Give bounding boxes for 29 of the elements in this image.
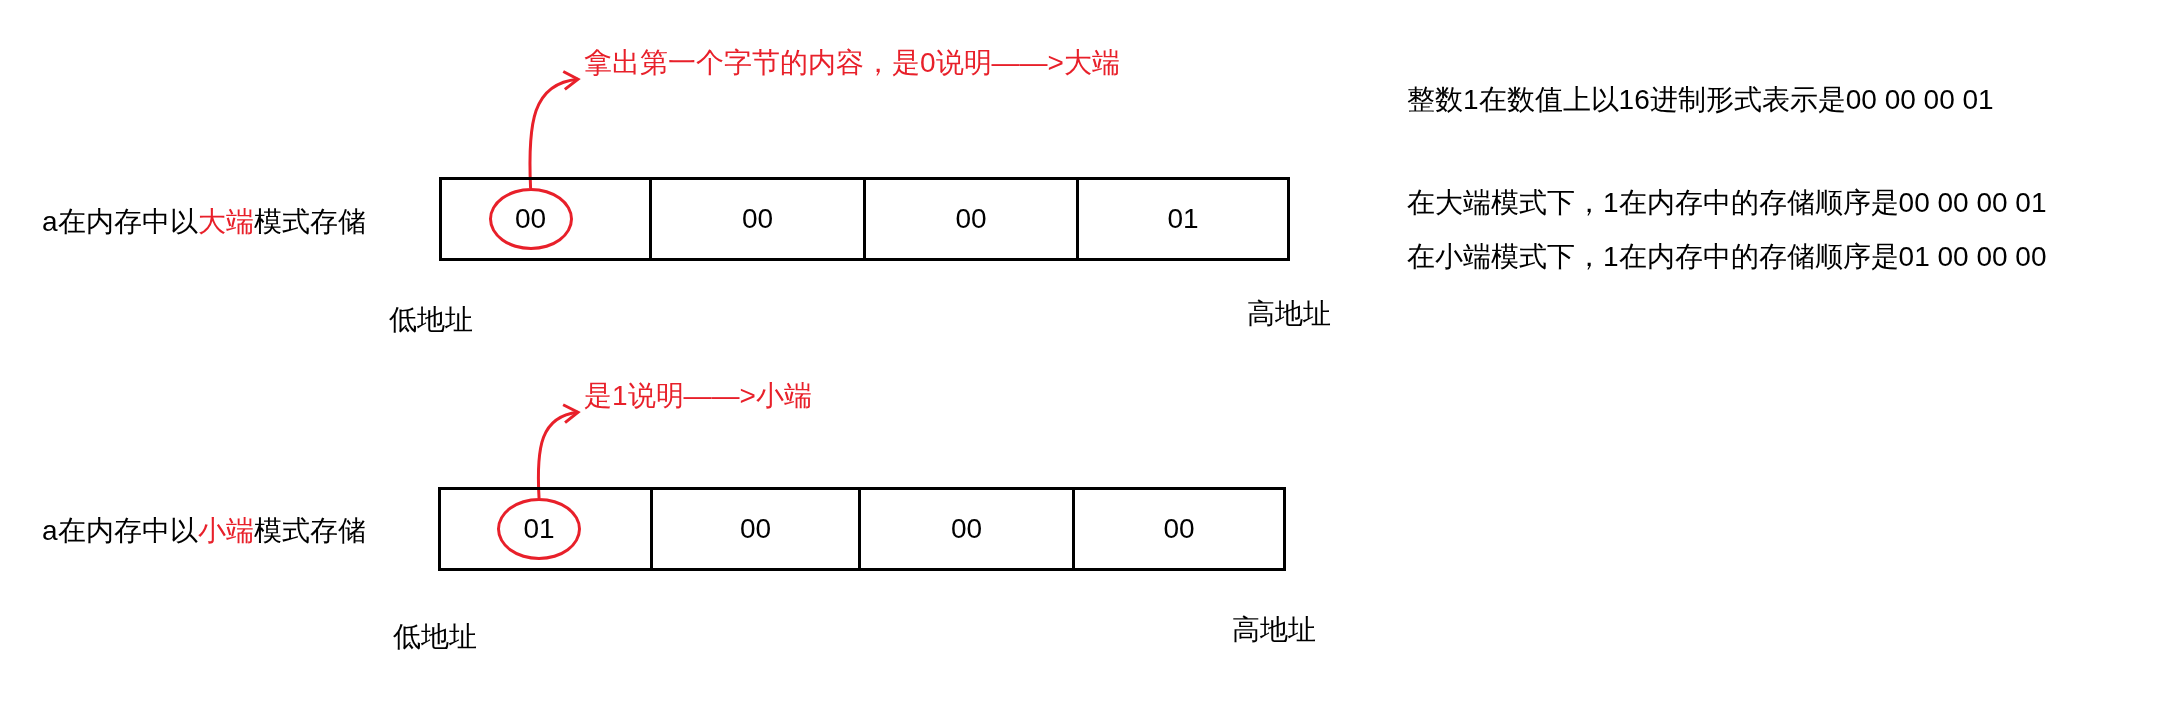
memory-cell [439,177,652,261]
cell-text: 01 [1167,203,1199,235]
memory-cell [863,177,1079,261]
label-text: a在内存中以大端模式存储 [42,205,366,239]
label-text: 整数1在数值上以16进制形式表示是00 00 00 01 [1407,83,1994,117]
annotation-text: 拿出第一个字节的内容，是0说明——>大端 [584,45,1120,81]
memory-cell [858,487,1075,571]
label-text: 高地址 [1247,297,1331,331]
circled-value: 01 [497,498,582,560]
cell-text: 00 [741,203,774,235]
label-text: 在小端模式下，1在内存中的存储顺序是01 00 00 00 [1407,240,2047,274]
label-text: a在内存中以小端模式存储 [42,514,366,548]
label-text: 高地址 [1232,613,1316,647]
memory-cell [1076,177,1290,261]
arrow [536,404,580,499]
cell-text: 00 [955,203,987,235]
memory-cell [438,487,653,571]
cell-text: 00 [950,513,983,545]
annotation-text: 是1说明——>小端 [584,378,812,414]
cell-text: 00 [1163,513,1195,545]
label-text: 低地址 [393,620,477,654]
arrow [528,71,580,189]
memory-cell [649,177,866,261]
memory-cell [650,487,861,571]
memory-cell [1072,487,1286,571]
label-text: 低地址 [389,303,473,337]
cell-text: 00 [739,513,772,545]
label-text: 在大端模式下，1在内存中的存储顺序是00 00 00 01 [1407,186,2047,220]
circled-value: 00 [488,188,573,250]
